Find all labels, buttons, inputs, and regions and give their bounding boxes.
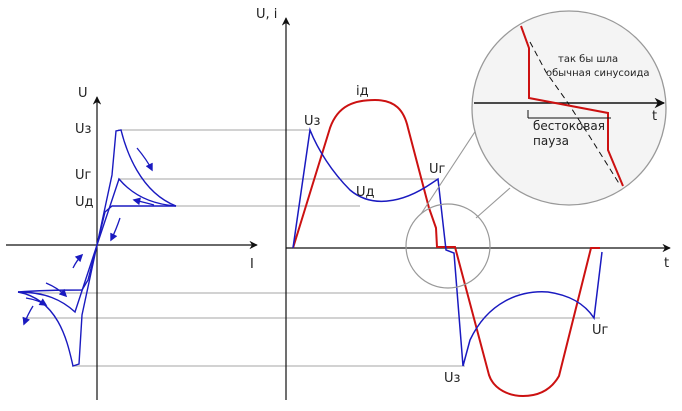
vi-direction-arrow-7 [22, 305, 34, 326]
vi-y-axis-label: U [78, 86, 88, 101]
vi-curve-ug-branch [96, 177, 177, 246]
zoom-connector-left [420, 117, 485, 215]
vi-direction-arrow-2 [132, 197, 155, 206]
vi-curve-ud-branch [96, 205, 176, 246]
zoom-pause-label-line-2: пауза [533, 134, 569, 148]
vi-curve-uz-branch [96, 129, 177, 246]
zoom-sine-note-line-2: обычная синусоида [546, 68, 650, 79]
vi-direction-arrow-1 [136, 147, 153, 172]
vi-label-ud: Uд [75, 195, 94, 210]
wave-x-axis-label: t [664, 256, 669, 271]
wave-label-ug-top: Uг [429, 162, 446, 177]
wave-label-ud: Uд [356, 185, 375, 200]
wave-y-axis-label: U, i [256, 7, 277, 22]
zoom-sine-note-line-1: так бы шла [558, 54, 618, 65]
vi-curve-neg-ug-branch [17, 244, 98, 314]
vi-label-uz: Uз [75, 122, 92, 137]
vi-direction-arrow-6 [25, 297, 48, 306]
vi-curve-neg-uz-branch [17, 244, 98, 367]
voltage-waveform [292, 127, 603, 367]
vi-curve-neg-ud-branch [17, 244, 98, 293]
vi-direction-arrow-3 [110, 217, 121, 242]
zoom-pause-label-line-1: бестоковая [533, 119, 605, 133]
vi-label-ug: Uг [75, 168, 92, 183]
zoom-lens-circle [471, 10, 667, 206]
zoom-source-circle [405, 203, 491, 289]
wave-label-id: iд [356, 84, 369, 99]
vi-direction-arrow-5 [45, 282, 68, 298]
wave-label-uz-top: Uз [304, 114, 321, 129]
vi-x-axis-label: I [250, 257, 254, 272]
waveform-plot: U, i t iд Uз Uд Uг Uз Uг [256, 7, 671, 400]
vi-direction-arrow-4 [72, 253, 84, 269]
zoom-magnifier: так бы шла обычная синусоида бестоковая … [405, 10, 667, 289]
wave-label-uz-bottom: Uз [444, 371, 461, 386]
zoom-connector-right [475, 187, 511, 219]
wave-label-ug-bottom: Uг [592, 323, 609, 338]
zoom-sine-dashed [529, 41, 621, 186]
vi-characteristic: U I Uз Uг Uд [6, 86, 258, 400]
zoom-current-curve [520, 25, 624, 187]
zoom-time-axis-label: t [652, 109, 657, 124]
